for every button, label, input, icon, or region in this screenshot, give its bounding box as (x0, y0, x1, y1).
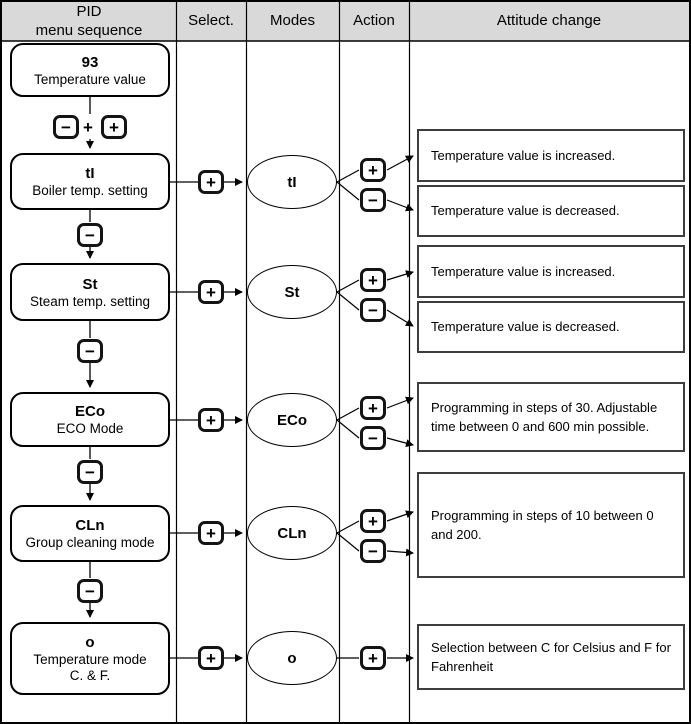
result-box-st-increased: Temperature value is increased. (417, 245, 685, 298)
menu-box-code: CLn (75, 517, 105, 534)
mode-ellipse-o: o (247, 631, 337, 685)
action-minus-button-icon: − (360, 426, 386, 450)
menu-box-eco-mode: ECo ECO Mode (10, 392, 170, 447)
mode-ellipse-st: St (247, 265, 337, 319)
header-menu-line2: menu sequence (35, 21, 143, 39)
minus-button-icon: − (77, 579, 103, 603)
plus-button-icon: + (101, 115, 127, 139)
mode-ellipse-eco: ECo (247, 393, 337, 447)
header-cell-modes: Modes (269, 12, 316, 30)
menu-box-code: tI (85, 165, 95, 182)
action-minus-button-icon: − (360, 539, 386, 563)
menu-box-boiler-temp: tI Boiler temp. setting (10, 153, 170, 210)
menu-box-code: St (82, 275, 98, 293)
minus-button-icon: − (77, 460, 103, 484)
action-minus-button-icon: − (360, 188, 386, 212)
result-box-ti-decreased: Temperature value is decreased. (417, 185, 685, 237)
menu-box-steam-temp: St Steam temp. setting (10, 263, 170, 321)
select-plus-button-icon: + (198, 521, 224, 545)
menu-box-label: Boiler temp. setting (32, 183, 148, 198)
minus-button-icon: − (77, 223, 103, 247)
menu-box-code: 93 (81, 53, 99, 71)
header-menu-line1: PID (76, 2, 102, 20)
table-header (2, 2, 689, 41)
select-plus-button-icon: + (198, 280, 224, 304)
menu-box-label: Temperature mode (33, 652, 147, 667)
menu-box-temperature-value: 93 Temperature value (10, 43, 170, 97)
mode-ellipse-cln: CLn (247, 506, 337, 560)
menu-box-temperature-mode: o Temperature mode C. & F. (10, 622, 170, 695)
menu-box-code: o (85, 634, 95, 651)
menu-box-label: Steam temp. setting (29, 293, 151, 309)
plus-symbol: + (83, 118, 93, 137)
result-box-eco: Programming in steps of 30. Adjustable t… (417, 382, 685, 452)
menu-box-label: Temperature value (34, 71, 146, 87)
action-plus-button-icon: + (360, 268, 386, 292)
minus-button-icon: − (77, 339, 103, 363)
minus-button-icon: − (53, 115, 79, 139)
result-box-ti-increased: Temperature value is increased. (417, 129, 685, 182)
result-box-cln: Programming in steps of 10 between 0 and… (417, 472, 685, 578)
action-plus-button-icon: + (360, 396, 386, 420)
header-cell-attitude: Attitude change (496, 12, 602, 30)
select-plus-button-icon: + (198, 646, 224, 670)
menu-box-label: ECO Mode (56, 421, 124, 436)
action-plus-button-icon: + (360, 158, 386, 182)
menu-box-label2: C. & F. (69, 668, 111, 683)
mode-ellipse-ti: tI (247, 155, 337, 209)
header-cell-select: Select. (188, 12, 234, 30)
action-plus-button-icon: + (360, 646, 386, 670)
menu-box-label: Group cleaning mode (25, 535, 155, 550)
result-box-temp-mode: Selection between C for Celsius and F fo… (417, 624, 685, 690)
menu-box-code: ECo (75, 403, 105, 420)
header-cell-menu: PID menu sequence (2, 2, 176, 41)
select-plus-button-icon: + (198, 408, 224, 432)
result-box-st-decreased: Temperature value is decreased. (417, 301, 685, 353)
header-cell-action: Action (353, 12, 395, 30)
action-plus-button-icon: + (360, 509, 386, 533)
select-plus-button-icon: + (198, 170, 224, 194)
menu-box-group-cleaning: CLn Group cleaning mode (10, 505, 170, 562)
action-minus-button-icon: − (360, 298, 386, 322)
